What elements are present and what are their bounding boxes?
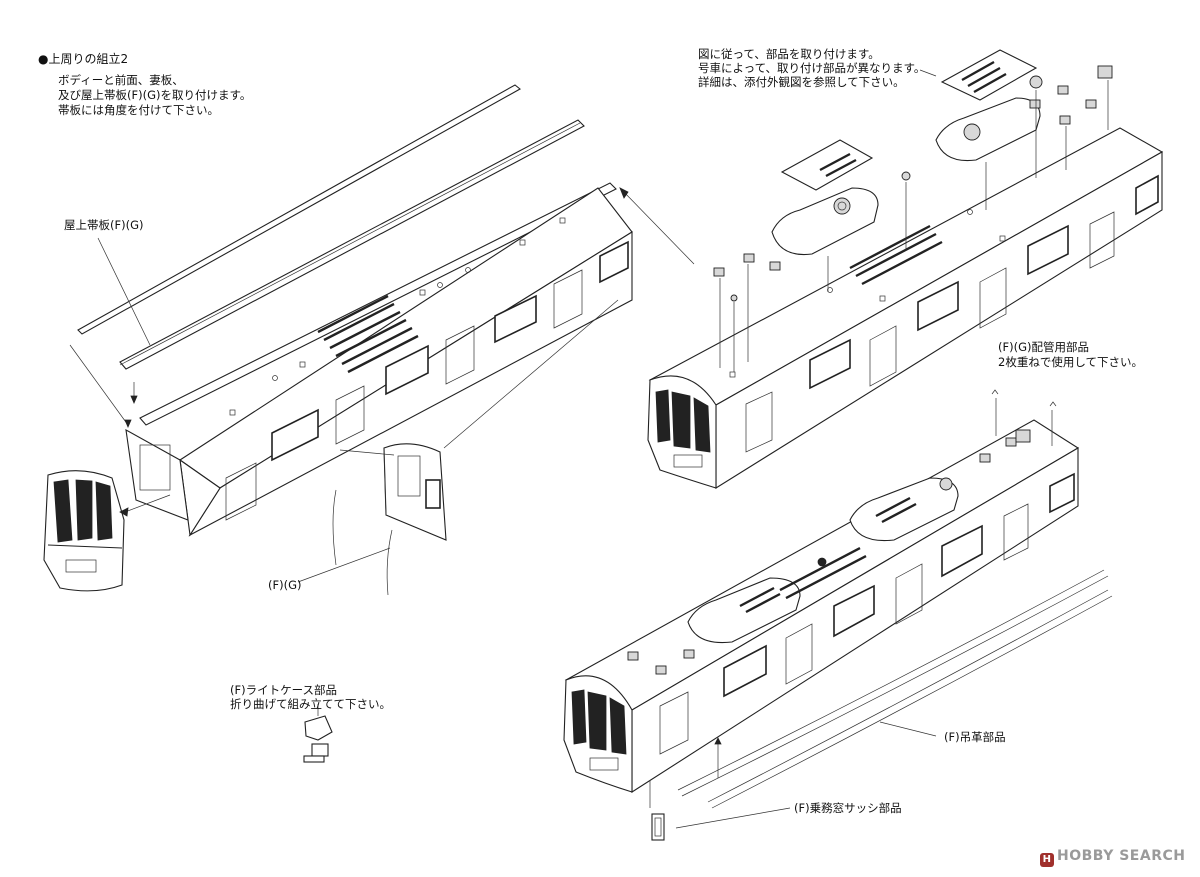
strap-parts-label: (F)吊革部品 (944, 730, 1006, 744)
left-front-cab (43, 470, 171, 592)
left-car-body (125, 187, 633, 537)
right-bottom-car (563, 419, 1080, 794)
left-instruction-line-2: 及び屋上帯板(F)(G)を取り付けます。 (58, 88, 252, 102)
roof-strip-leaders (69, 237, 151, 429)
left-end-plate (332, 443, 447, 596)
piping-parts (991, 389, 1057, 446)
right-top-car (647, 127, 1164, 489)
roof-strip-parts (77, 84, 617, 426)
piping-parts-note: 2枚重ねで使用して下さい。 (998, 355, 1143, 369)
hobby-search-logo-icon: H (1040, 853, 1054, 867)
roof-strip-label: 屋上帯板(F)(G) (64, 218, 144, 232)
roof-air-conditioner-parts (713, 49, 1113, 372)
right-top-roof-vent (849, 224, 943, 286)
light-case-label: (F)ライトケース部品 (230, 683, 338, 697)
right-instruction-line-2: 号車によって、取り付け部品が異なります。 (698, 61, 926, 75)
light-case-note: 折り曲げて組み立てて下さい。 (230, 697, 391, 711)
strap-parts (677, 569, 1113, 809)
left-guide-lines (297, 187, 695, 583)
fg-part-label: (F)(G) (268, 578, 302, 592)
piping-parts-label: (F)(G)配管用部品 (998, 340, 1089, 354)
right-instruction-line-1: 図に従って、部品を取り付けます。 (698, 47, 880, 61)
right-instruction-line-3: 詳細は、添付外観図を参照して下さい。 (698, 75, 905, 89)
section-heading: ●上周りの組立2 (38, 52, 129, 66)
light-case-parts (303, 704, 333, 763)
crew-window-sash-label: (F)乗務窓サッシ部品 (794, 801, 902, 815)
left-instruction-line-3: 帯板には角度を付けて下さい。 (58, 103, 219, 117)
left-roof-vent (317, 294, 419, 374)
watermark-text: HOBBY SEARCH (1057, 848, 1186, 864)
left-instruction-line-1: ボディーと前面、妻板、 (58, 73, 184, 87)
crew-window-sash (649, 780, 791, 841)
